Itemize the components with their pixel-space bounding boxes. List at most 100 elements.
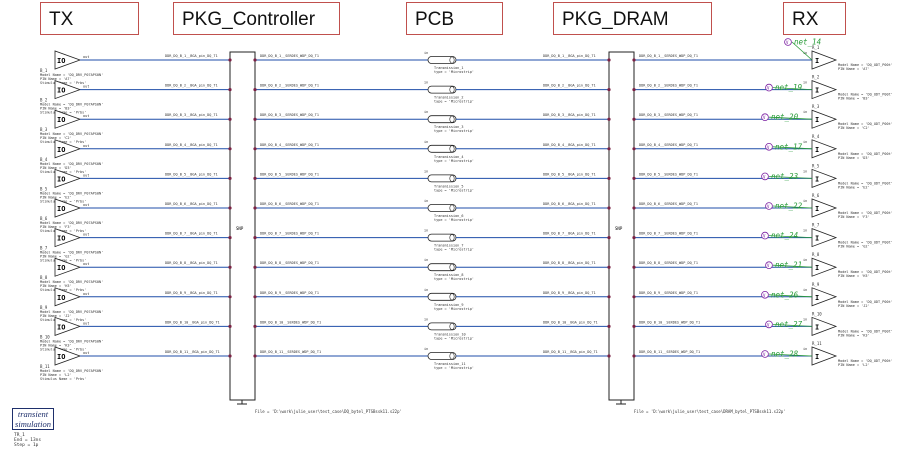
voltage-probe-icon[interactable] [765,83,773,92]
transmission-line-end [449,56,455,64]
tx-driver-label: IO [57,87,65,95]
rx-receiver-label: I [815,116,819,124]
port-dot [228,354,232,358]
rx-model-name: Model Name = 'DQ_ODT_P00t' [838,93,893,97]
pin-label: out [83,233,89,237]
port-dot [632,324,636,328]
tx-pin-name: PIN Name = 'D3' [40,166,72,170]
tx-driver-label: IO [57,57,65,65]
net-name: DDR_DQ_B_4__SERDES_WDP_DQ_T1 [260,143,319,147]
port-dot [607,88,611,92]
net-name: DDR_DQ_B_11__SERDES_WDP_DQ_T1 [639,350,700,354]
net-name: DDR_DQ_B_4__BGA_pin_DQ_T1 [543,143,596,147]
voltage-probe-symbol: V [767,322,770,327]
rx-model-name: Model Name = 'DQ_ODT_P00t' [838,329,893,333]
rx-receiver-label: I [815,57,819,65]
tline-type: type = 'Microstrip' [434,248,474,252]
voltage-probe-icon[interactable] [761,290,769,299]
voltage-probe-icon[interactable] [761,350,769,358]
net-name: DDR_DQ_B_5__BGA_pin_DQ_T1 [543,172,596,176]
rx-model-name: Model Name = 'DQ_ODT_P00t' [838,181,893,185]
tline-type: type = 'Microstrip' [434,159,474,163]
port-dot [253,324,257,328]
voltage-probe-symbol: V [767,263,770,268]
header-tx: TX [40,2,139,35]
tx-pin-name: PIN Name = 'G2' [40,255,72,259]
rx-instance-name: R_5 [812,163,820,168]
pin-label: in [803,140,807,144]
tline-name: Transmission_8 [434,273,464,277]
port-dot [607,324,611,328]
voltage-probe-icon[interactable] [784,38,792,46]
net-name: DDR_DQ_B_3__SERDES_WDP_DQ_T1 [260,113,319,117]
voltage-probe-icon[interactable] [765,143,773,151]
port-dot [228,265,232,269]
tx-driver-icon[interactable] [54,168,82,188]
tx-driver-icon[interactable] [54,139,82,159]
tx-instance-name: B_4 [40,157,48,162]
rx-receiver-label: I [815,87,819,95]
tline-name: Transmission_4 [434,155,464,159]
net-name: DDR_DQ_B_6__SERDES_WDP_DQ_T1 [639,202,698,206]
tx-driver-label: IO [57,205,65,213]
tx-driver-icon[interactable] [54,287,82,307]
voltage-probe-icon[interactable] [761,231,769,240]
tx-driver-icon[interactable] [54,109,82,129]
tx-driver-icon[interactable] [54,346,82,366]
snp-block-dram[interactable] [608,51,635,401]
simulation-setting: TR_1 [14,433,25,438]
transmission-line-end [449,86,455,94]
simulation-label-line2: simulation [15,419,51,429]
header-pkg-dram: PKG_DRAM [553,2,712,35]
port-dot [607,295,611,299]
tx-driver-icon[interactable] [54,80,82,100]
port-dot [632,176,636,180]
tx-driver-icon[interactable] [54,316,82,336]
net-name: DDR_DQ_B_5__BGA_pin_DQ_T1 [165,172,218,176]
tline-type: type = 'Microstrip' [434,366,474,370]
net-name: DDR_DQ_B_8__BGA_pin_DQ_T1 [543,261,596,265]
voltage-probe-symbol: V [767,145,770,150]
voltage-probe-icon[interactable] [761,172,769,181]
tx-instance-name: B_9 [40,305,48,310]
pin-label: in [803,229,807,233]
pin-label: out [83,351,89,355]
tx-driver-label: IO [57,323,65,331]
rx-instance-name: R_8 [812,252,820,257]
transient-simulation-block[interactable]: transient simulation [12,408,54,430]
pin-label: in [803,258,807,262]
rx-pin-name: PIN Name = 'G2' [838,245,870,249]
voltage-probe-icon[interactable] [765,261,773,270]
pin-label: in [424,258,428,262]
voltage-probe-icon[interactable] [765,202,773,210]
net-name: DDR_DQ_B_9__BGA_pin_DQ_T1 [165,291,218,295]
probe-wire [768,235,813,238]
port-dot [253,147,257,151]
tx-pin-name: PIN Name = 'K3' [40,343,72,347]
tline-name: Transmission_1 [434,66,464,70]
net-name: DDR_DQ_B_7__SERDES_WDP_DQ_T1 [639,232,698,236]
snp-block-controller[interactable] [229,51,256,401]
tx-driver-icon[interactable] [54,198,82,218]
voltage-probe-symbol: V [763,293,766,298]
tx-driver-icon[interactable] [54,228,82,248]
tx-driver-icon[interactable] [54,257,82,277]
tx-driver-icon[interactable] [54,50,82,70]
tx-pin-name: PIN Name = 'A7' [40,77,72,81]
rx-pin-name: PIN Name = 'L2' [838,363,870,367]
port-dot [253,176,257,180]
header-rx: RX [783,2,846,35]
snp-file-label: File = 'D:\work\julie_user\test_case\DRA… [634,409,786,414]
pin-label: in [424,199,428,203]
voltage-probe-icon[interactable] [765,320,773,329]
rx-pin-name: PIN Name = 'K3' [838,333,870,337]
net-name: DDR_DQ_B_7__BGA_pin_DQ_T1 [543,232,596,236]
voltage-probe-icon[interactable] [761,113,769,121]
rx-pin-name: PIN Name = 'E2' [838,185,870,189]
voltage-probe-symbol: V [763,234,766,239]
net-name: DDR_DQ_B_3__BGA_pin_DQ_T1 [543,113,596,117]
probe-wire [772,146,813,150]
voltage-probe-symbol: V [767,86,770,91]
